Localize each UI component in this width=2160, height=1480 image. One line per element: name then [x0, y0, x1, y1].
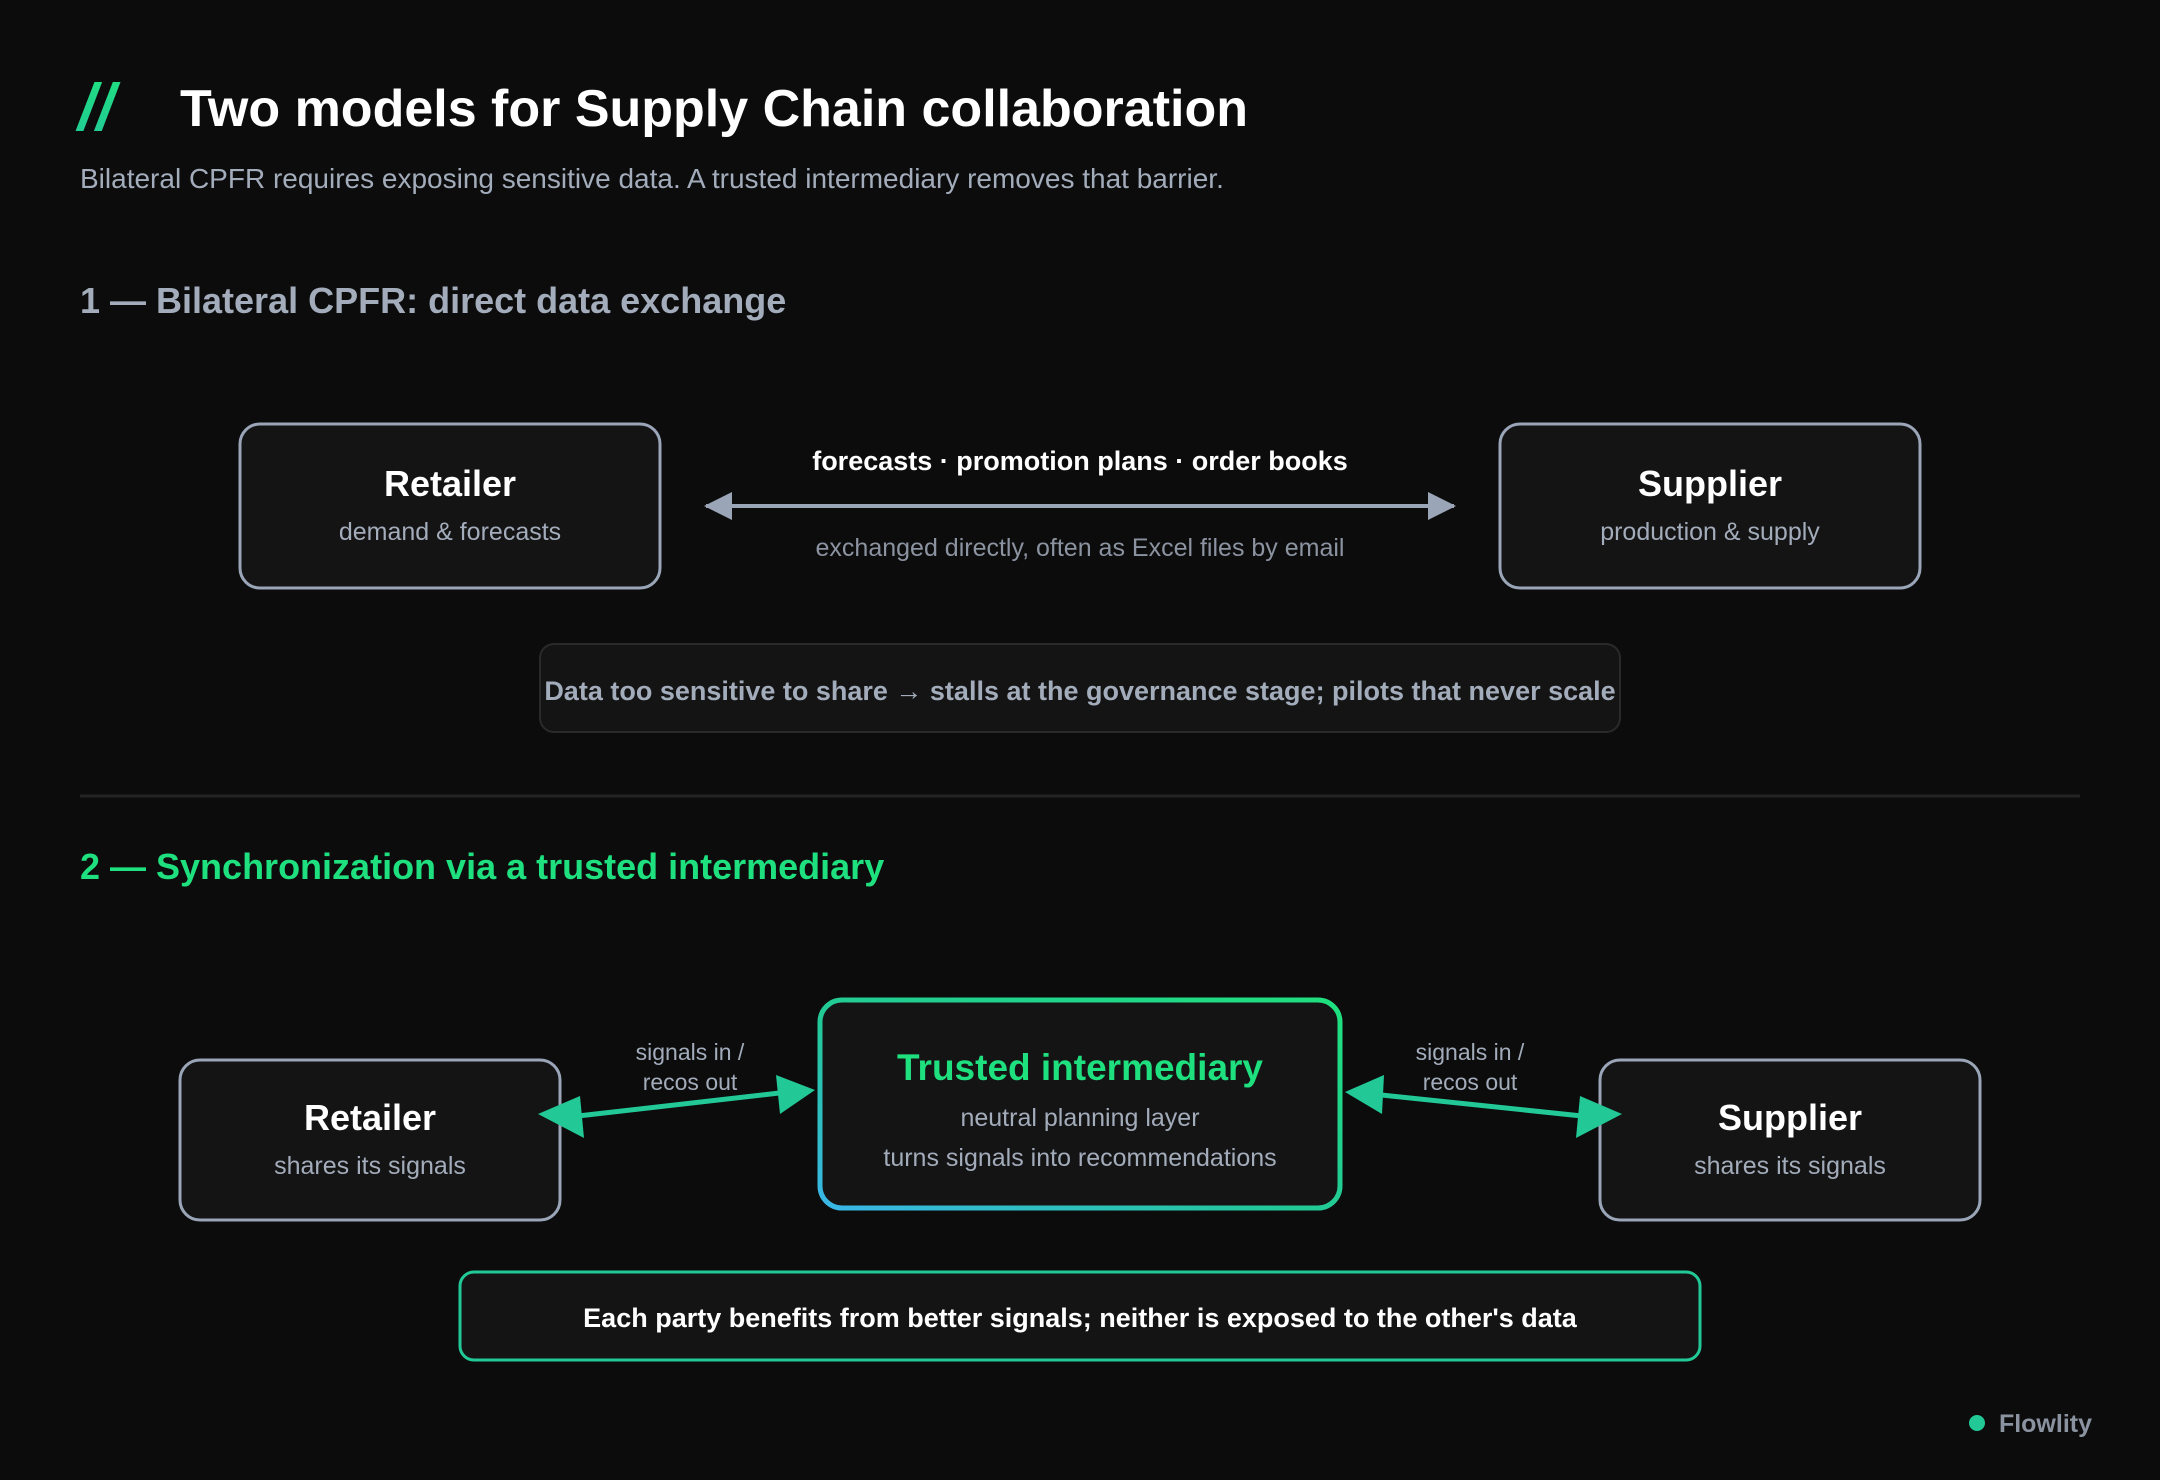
footer-brand: Flowlity — [1969, 1410, 2092, 1438]
page-subtitle: Bilateral CPFR requires exposing sensiti… — [80, 163, 1224, 194]
section2-left-flow-label-line2: recos out — [643, 1069, 738, 1095]
section2-right-flow-arrow — [1345, 1075, 1622, 1138]
section2-benefit-note-text: Each party benefits from better signals;… — [583, 1303, 1578, 1333]
section2-intermediary-desc1: neutral planning layer — [960, 1104, 1199, 1132]
section2-intermediary-box: Trusted intermediary neutral planning la… — [817, 997, 1343, 1211]
section2-retailer-name: Retailer — [304, 1097, 436, 1138]
section1-supplier-desc: production & supply — [1600, 518, 1820, 546]
section2-right-flow-label-line2: recos out — [1423, 1069, 1518, 1095]
footer-brand-name: Flowlity — [1999, 1410, 2092, 1438]
section2-benefit-note: Each party benefits from better signals;… — [458, 1270, 1702, 1362]
section1-heading: 1 — Bilateral CPFR: direct data exchange — [80, 280, 786, 321]
logo-mark: // — [75, 70, 121, 144]
section2-intermediary-name: Trusted intermediary — [897, 1047, 1263, 1088]
section2-supplier-box: Supplier shares its signals — [1598, 1058, 1982, 1222]
brand-dot-icon — [1969, 1415, 1985, 1431]
section1-supplier-box: Supplier production & supply — [1498, 422, 1922, 590]
section1-retailer-box: Retailer demand & forecasts — [238, 422, 662, 590]
section1-problem-note: Data too sensitive to share → stalls at … — [539, 643, 1621, 733]
section1-supplier-name: Supplier — [1638, 463, 1782, 504]
section1-exchange-label: forecasts · promotion plans · order book… — [812, 446, 1348, 476]
section2-supplier-name: Supplier — [1718, 1097, 1862, 1138]
section2-left-flow-label-line1: signals in / — [636, 1039, 745, 1065]
section2-retailer-desc: shares its signals — [274, 1152, 466, 1180]
section1-exchange-arrow — [704, 492, 1456, 520]
section2-intermediary-desc2: turns signals into recommendations — [883, 1144, 1276, 1172]
section2-heading: 2 — Synchronization via a trusted interm… — [80, 846, 884, 887]
section2-retailer-box: Retailer shares its signals — [178, 1058, 562, 1222]
page-title: Two models for Supply Chain collaboratio… — [180, 80, 1248, 138]
section2-left-flow-arrow — [538, 1075, 815, 1138]
section2-right-flow-label-line1: signals in / — [1416, 1039, 1525, 1065]
section1-retailer-desc: demand & forecasts — [339, 518, 561, 546]
section1-problem-note-text: Data too sensitive to share → stalls at … — [544, 676, 1615, 706]
section1-exchange-sublabel: exchanged directly, often as Excel files… — [816, 534, 1345, 562]
section1-retailer-name: Retailer — [384, 463, 516, 504]
section2-supplier-desc: shares its signals — [1694, 1152, 1886, 1180]
